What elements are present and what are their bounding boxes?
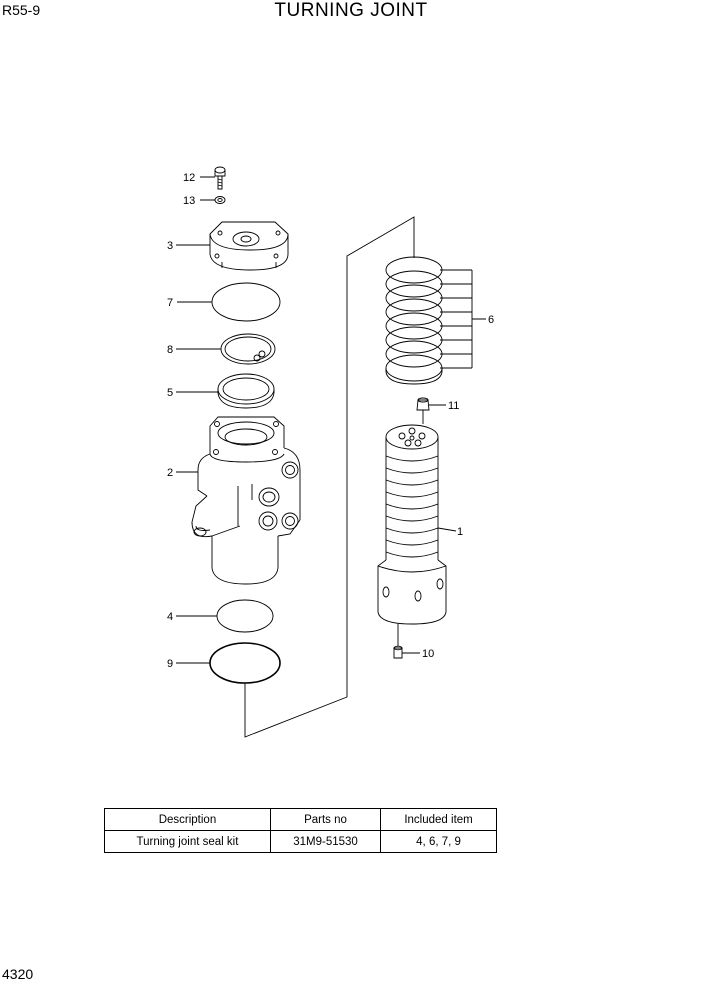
table-header-row: Description Parts no Included item: [104, 808, 497, 831]
table-cell-description: Turning joint seal kit: [104, 830, 271, 853]
part-10-plug: [393, 645, 420, 659]
column-header: Parts no: [269, 808, 382, 831]
leader-lines: [176, 176, 221, 664]
table-cell-included-items: 4, 6, 7, 9: [380, 830, 497, 853]
part-3-cover: [209, 221, 289, 271]
callout-2: 2: [167, 467, 173, 479]
callout-5: 5: [167, 387, 173, 399]
table-row: Turning joint seal kit 31M9-51530 4, 6, …: [104, 830, 497, 853]
part-9-o-ring: [209, 642, 281, 684]
callout-1: 1: [457, 526, 463, 538]
callout-9: 9: [167, 658, 173, 670]
column-header: Included item: [380, 808, 497, 831]
callout-12: 12: [183, 172, 195, 184]
column-header: Description: [104, 808, 271, 831]
part-12-bolt: [214, 166, 226, 190]
table-cell-part-no: 31M9-51530: [269, 830, 382, 853]
part-6-seal-stack: [385, 256, 486, 385]
part-5-seal: [217, 373, 275, 409]
part-8-snap-ring: [220, 333, 276, 365]
callout-7: 7: [167, 297, 173, 309]
callout-3: 3: [167, 240, 173, 252]
part-1-shaft: [377, 424, 457, 646]
part-2-hub: [191, 416, 301, 585]
callout-10: 10: [422, 648, 434, 660]
callout-6: 6: [488, 314, 494, 326]
callout-13: 13: [183, 195, 195, 207]
part-13-washer: [214, 196, 226, 204]
page-number: 4320: [2, 966, 34, 982]
part-11-plug: [416, 397, 446, 424]
part-4-o-ring: [216, 599, 274, 633]
callout-11: 11: [448, 400, 459, 412]
callout-4: 4: [167, 611, 173, 623]
part-7-o-ring: [211, 282, 281, 322]
model-code: R55-9: [2, 2, 41, 18]
page-title: TURNING JOINT: [274, 0, 428, 21]
seal-kit-table: Description Parts no Included item Turni…: [104, 808, 497, 853]
callout-8: 8: [167, 344, 173, 356]
assembly-line: [244, 216, 415, 738]
